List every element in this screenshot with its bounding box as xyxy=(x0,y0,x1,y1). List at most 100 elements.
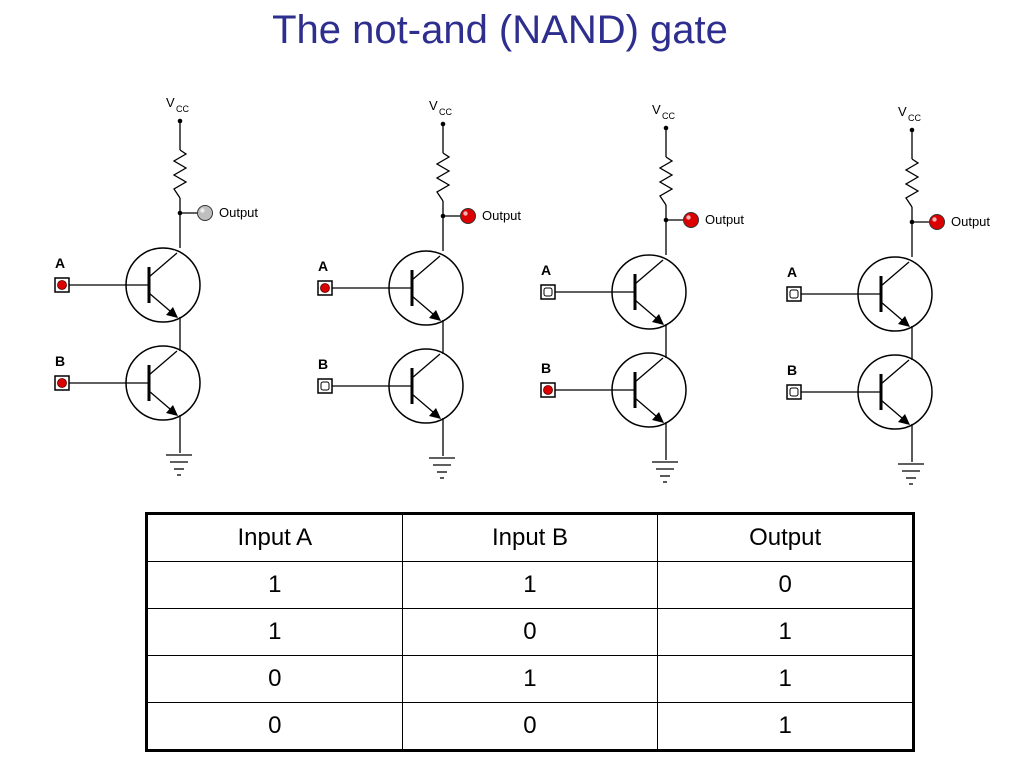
input-a-switch xyxy=(540,284,556,300)
input-a-label: A xyxy=(787,264,797,280)
output-label: Output xyxy=(705,212,744,227)
output-label: Output xyxy=(219,205,258,220)
transistor-b xyxy=(857,354,933,430)
lamp-highlight xyxy=(463,211,468,216)
table-cell: 1 xyxy=(657,702,914,751)
table-header-row: Input A Input B Output xyxy=(146,513,914,562)
table-cell: 0 xyxy=(146,702,403,751)
header-output: Output xyxy=(657,513,914,562)
input-a-label: A xyxy=(541,262,551,278)
output-lamp-icon xyxy=(929,214,945,230)
vcc-label: V xyxy=(652,102,661,117)
transistor-b xyxy=(388,348,464,424)
output-lamp-icon xyxy=(683,212,699,228)
collector-lead xyxy=(880,359,910,385)
input-b-switch xyxy=(317,378,333,394)
collector-lead xyxy=(411,255,441,281)
input-a-switch xyxy=(54,277,70,293)
vcc-subscript: CC xyxy=(439,107,452,117)
input-b-label: B xyxy=(541,360,551,376)
vcc-subscript: CC xyxy=(908,113,921,123)
input-on-dot xyxy=(57,280,67,290)
vcc-node xyxy=(663,125,669,131)
resistor-symbol xyxy=(658,156,674,206)
collector-lead xyxy=(634,357,664,383)
lamp-highlight xyxy=(686,215,691,220)
table-row: 0 0 1 xyxy=(146,702,914,751)
input-off-square xyxy=(789,387,799,397)
vcc-label: V xyxy=(166,95,175,110)
output-label: Output xyxy=(482,208,521,223)
transistor-a xyxy=(857,256,933,332)
emitter-arrow xyxy=(166,405,178,416)
table-cell: 0 xyxy=(146,655,403,703)
emitter-arrow xyxy=(429,408,441,419)
emitter-arrow xyxy=(652,314,664,325)
emitter-arrow xyxy=(898,414,910,425)
input-b-switch xyxy=(540,382,556,398)
input-on-dot xyxy=(320,283,330,293)
collector-lead xyxy=(634,259,664,285)
emitter-arrow xyxy=(166,307,178,318)
header-input-a: Input A xyxy=(146,513,403,562)
resistor-symbol xyxy=(172,149,188,199)
input-off-square xyxy=(543,287,553,297)
table-row: 0 1 1 xyxy=(146,655,914,703)
output-label: Output xyxy=(951,214,990,229)
table-cell: 1 xyxy=(401,655,659,703)
transistor-a xyxy=(125,247,201,323)
table-row: 1 1 0 xyxy=(146,561,914,609)
input-b-switch xyxy=(786,384,802,400)
input-b-label: B xyxy=(55,353,65,369)
slide-title: The not-and (NAND) gate xyxy=(272,8,728,52)
vcc-subscript: CC xyxy=(176,104,189,114)
table-cell: 1 xyxy=(146,561,403,609)
collector-lead xyxy=(411,353,441,379)
input-a-label: A xyxy=(318,258,328,274)
transistor-b xyxy=(611,352,687,428)
transistor-a xyxy=(388,250,464,326)
input-off-square xyxy=(320,381,330,391)
vcc-label: V xyxy=(898,104,907,119)
input-off-square xyxy=(789,289,799,299)
lamp-highlight xyxy=(200,208,205,213)
resistor-symbol xyxy=(904,158,920,208)
vcc-subscript: CC xyxy=(662,111,675,121)
truth-table: Input A Input B Output 1 1 0 1 0 1 0 1 1… xyxy=(145,512,915,752)
input-on-dot xyxy=(57,378,67,388)
table-cell: 1 xyxy=(657,655,914,703)
collector-lead xyxy=(148,350,178,376)
vcc-label: V xyxy=(429,98,438,113)
resistor-symbol xyxy=(435,152,451,202)
table-row: 1 0 1 xyxy=(146,608,914,656)
output-lamp-icon xyxy=(460,208,476,224)
vcc-node xyxy=(909,127,915,133)
collector-lead xyxy=(880,261,910,287)
header-input-b: Input B xyxy=(401,513,659,562)
input-a-switch xyxy=(317,280,333,296)
table-cell: 1 xyxy=(146,608,403,656)
input-b-label: B xyxy=(787,362,797,378)
transistor-a xyxy=(611,254,687,330)
input-a-switch xyxy=(786,286,802,302)
input-on-dot xyxy=(543,385,553,395)
input-a-label: A xyxy=(55,255,65,271)
collector-lead xyxy=(148,252,178,278)
table-cell: 0 xyxy=(657,561,914,609)
emitter-arrow xyxy=(898,316,910,327)
output-lamp-icon xyxy=(197,205,213,221)
table-cell: 0 xyxy=(401,608,659,656)
emitter-arrow xyxy=(652,412,664,423)
emitter-arrow xyxy=(429,310,441,321)
table-cell: 0 xyxy=(401,702,659,751)
input-b-switch xyxy=(54,375,70,391)
table-cell: 1 xyxy=(401,561,659,609)
input-b-label: B xyxy=(318,356,328,372)
lamp-highlight xyxy=(932,217,937,222)
transistor-b xyxy=(125,345,201,421)
